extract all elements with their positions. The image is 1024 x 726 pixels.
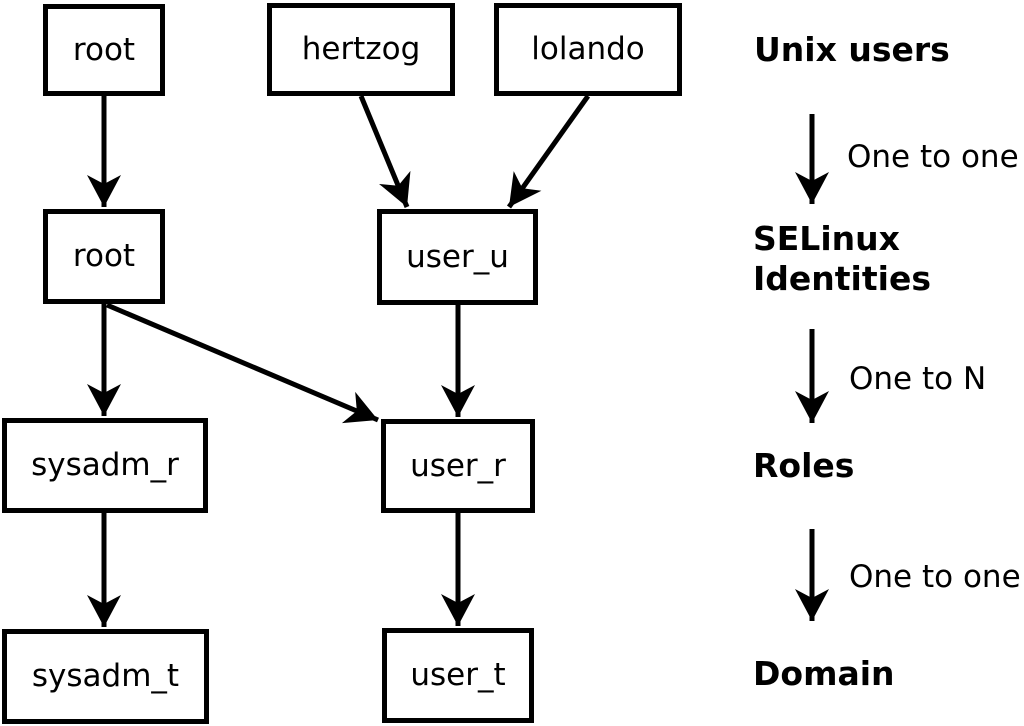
- node-label: lolando: [531, 31, 645, 67]
- node-lolando: lolando: [494, 3, 682, 96]
- node-label: user_u: [406, 238, 509, 275]
- node-label: root: [72, 31, 136, 68]
- legend-stage-unix-users: Unix users: [754, 30, 950, 69]
- legend-relation-one-to-one-2: One to one: [849, 559, 1021, 595]
- node-label: sysadm_t: [31, 658, 180, 694]
- node-user-r: user_r: [381, 419, 535, 513]
- node-user-t: user_t: [382, 628, 534, 723]
- node-label: root: [72, 238, 136, 274]
- node-label: hertzog: [301, 31, 421, 67]
- node-root-selinux-identity: root: [43, 209, 165, 304]
- legend-relation-one-to-n: One to N: [849, 361, 987, 397]
- node-label: user_r: [410, 447, 506, 484]
- legend-stage-selinux-line1: SELinux: [753, 219, 900, 258]
- arrow-lolando-to-user-u: [506, 94, 591, 209]
- legend-stage-selinux-identities: SELinux Identities: [753, 219, 931, 299]
- legend-stage-selinux-line2: Identities: [753, 259, 931, 298]
- node-label: sysadm_r: [31, 447, 179, 483]
- arrow-hertzog-to-user-u: [358, 95, 411, 208]
- node-user-u: user_u: [377, 209, 538, 305]
- node-hertzog: hertzog: [267, 3, 455, 96]
- node-root-unix-user: root: [43, 4, 165, 96]
- node-label: user_t: [410, 657, 506, 693]
- node-sysadm-t: sysadm_t: [2, 629, 209, 724]
- arrow-root-identity-to-user-r: [106, 302, 379, 424]
- legend-relation-one-to-one-1: One to one: [847, 139, 1019, 175]
- legend-stage-domain: Domain: [753, 654, 895, 693]
- legend-stage-roles: Roles: [753, 446, 855, 485]
- node-sysadm-r: sysadm_r: [2, 418, 208, 513]
